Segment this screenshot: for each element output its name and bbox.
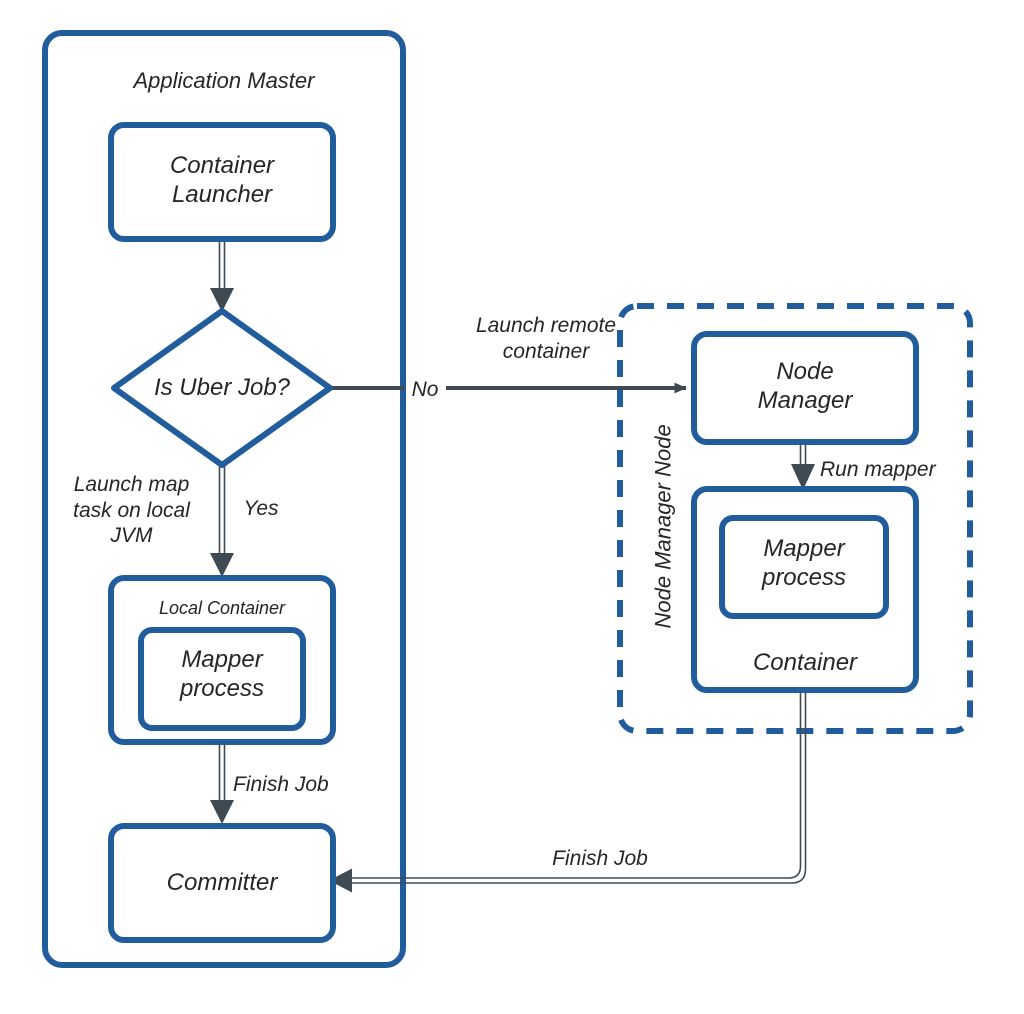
node-is-uber-job[interactable] (111, 308, 333, 468)
node-remote-mapper-process[interactable] (719, 515, 889, 619)
node-node-manager[interactable] (691, 331, 919, 445)
node-container-launcher[interactable] (108, 122, 336, 242)
connector-remote-container-to-committer (329, 690, 807, 893)
connector-node-manager-to-container (791, 442, 815, 490)
connector-decision-yes-to-local-container (210, 466, 234, 577)
connector-local-container-to-committer (210, 742, 234, 824)
node-local-mapper-process[interactable] (138, 627, 306, 731)
node-committer[interactable] (108, 823, 336, 943)
connector-launcher-to-decision (210, 239, 234, 312)
